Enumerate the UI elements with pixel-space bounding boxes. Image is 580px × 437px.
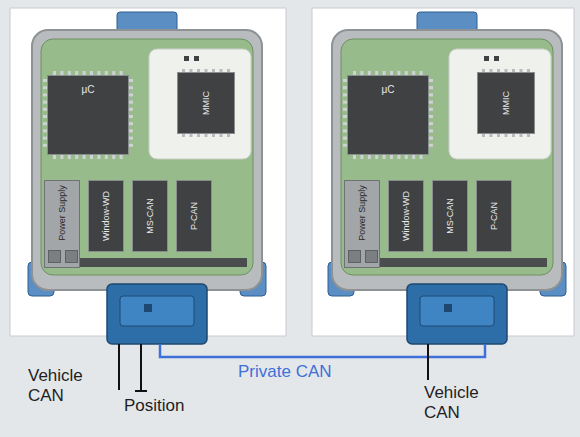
connector xyxy=(407,284,507,344)
connector-latch xyxy=(144,304,152,312)
mark xyxy=(484,56,489,61)
chip-label: MMIC xyxy=(201,91,211,115)
position-wire xyxy=(140,344,142,391)
power-supply-chip: Power Supply xyxy=(44,180,80,268)
power-supply-chip: Power Supply xyxy=(344,180,380,268)
mark xyxy=(194,56,199,61)
chip: MS-CAN xyxy=(132,180,168,252)
ecu-module xyxy=(28,12,266,344)
connector-latch xyxy=(444,304,452,312)
chip-label: MS-CAN xyxy=(445,198,455,234)
housing xyxy=(32,30,262,290)
position-terminal xyxy=(135,390,147,392)
chip-label: μC xyxy=(82,84,95,95)
ecu-module xyxy=(328,12,566,344)
chip: Window-WD xyxy=(88,180,124,252)
component xyxy=(365,250,378,263)
pcb xyxy=(341,39,553,275)
chip-label: P-CAN xyxy=(189,202,199,230)
connector-face xyxy=(420,296,494,326)
chip: P-CAN xyxy=(176,180,212,252)
signal-label: Vehicle CAN xyxy=(424,383,510,422)
chip-label: MMIC xyxy=(501,91,511,115)
chip-label: Window-WD xyxy=(101,191,111,241)
component xyxy=(65,250,78,263)
connector xyxy=(107,284,207,344)
bus-label: Private CAN xyxy=(238,362,332,382)
connector-face xyxy=(120,296,194,326)
housing xyxy=(332,30,562,290)
chip-label: Power Supply xyxy=(57,185,67,241)
header-bar xyxy=(377,258,547,267)
chip: μC xyxy=(347,75,429,155)
mmic-shield xyxy=(149,49,251,159)
vehicle-can-wire xyxy=(427,344,429,380)
chip: μC xyxy=(47,75,129,155)
mmic-shield xyxy=(449,49,551,159)
chip-label: Window-WD xyxy=(401,191,411,241)
chip: MMIC xyxy=(177,72,235,134)
chip: Window-WD xyxy=(388,180,424,252)
private-can-wire xyxy=(160,344,485,357)
header-bar xyxy=(77,258,247,267)
vehicle-can-wire xyxy=(118,344,120,390)
component xyxy=(48,250,61,263)
chip: P-CAN xyxy=(476,180,512,252)
chip-label: μC xyxy=(382,84,395,95)
mark xyxy=(494,56,499,61)
chip-label: MS-CAN xyxy=(145,198,155,234)
chip-label: Power Supply xyxy=(357,185,367,241)
signal-label: Vehicle CAN xyxy=(28,366,114,405)
pcb xyxy=(41,39,253,275)
component xyxy=(348,250,361,263)
chip: MMIC xyxy=(477,72,535,134)
signal-label: Position xyxy=(124,396,184,416)
chip: MS-CAN xyxy=(432,180,468,252)
mark xyxy=(184,56,189,61)
chip-label: P-CAN xyxy=(489,202,499,230)
